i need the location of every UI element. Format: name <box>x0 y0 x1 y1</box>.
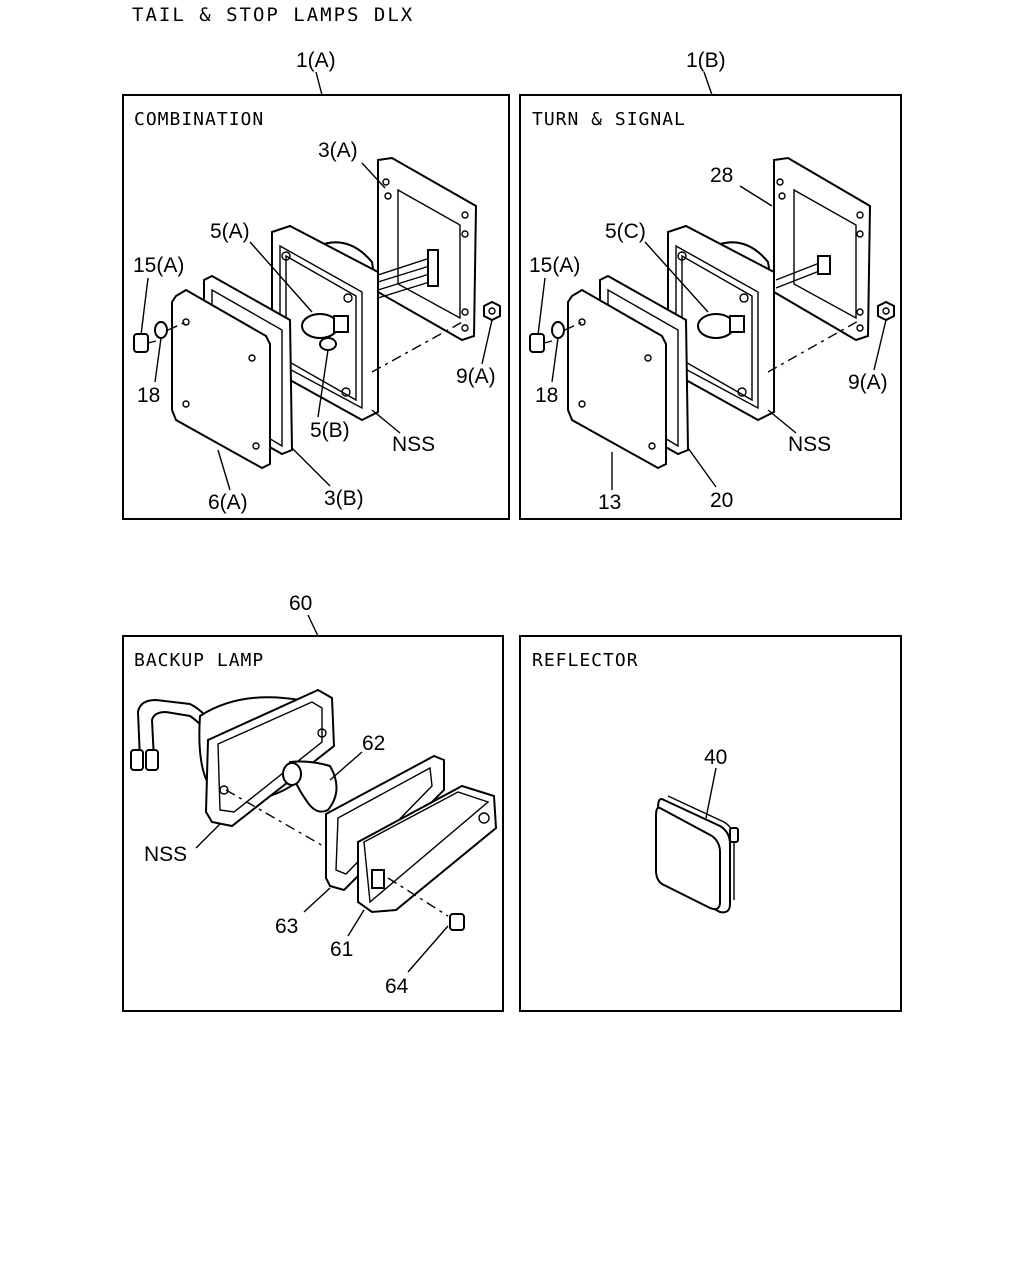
callout-13: 13 <box>598 491 621 514</box>
callout-60: 60 <box>289 592 312 615</box>
callout-18-b: 18 <box>535 384 558 407</box>
panel-backup-lamp-frame <box>122 635 504 1012</box>
callout-20: 20 <box>710 489 733 512</box>
panel-backup-lamp-title: BACKUP LAMP <box>134 650 264 671</box>
panel-combination-title: COMBINATION <box>134 109 264 130</box>
backup-lamp-drawing <box>130 688 498 931</box>
callout-62: 62 <box>362 732 385 755</box>
panel-reflector-title: REFLECTOR <box>532 650 639 671</box>
turn-signal-lamp-drawing <box>529 156 895 470</box>
callout-28: 28 <box>710 164 733 187</box>
callout-15a-b: 15(A) <box>529 254 580 277</box>
panel-backup-lamp: BACKUP LAMP 60 <box>122 592 504 1012</box>
panel-reflector-frame <box>519 635 902 1012</box>
callout-9a-b: 9(A) <box>848 371 888 394</box>
panel-combination: COMBINATION 1(A) <box>122 49 510 520</box>
callout-63: 63 <box>275 915 298 938</box>
callout-5a: 5(A) <box>210 220 250 243</box>
callout-40: 40 <box>704 746 727 769</box>
callout-18: 18 <box>137 384 160 407</box>
callout-15a: 15(A) <box>133 254 184 277</box>
callout-nss-b: NSS <box>788 433 831 456</box>
callout-1a: 1(A) <box>296 49 336 72</box>
panel-turn-signal-frame <box>519 94 902 520</box>
callout-nss: NSS <box>392 433 435 456</box>
panel-reflector: REFLECTOR 40 <box>519 635 902 1012</box>
callout-6a: 6(A) <box>208 491 248 514</box>
callout-3b: 3(B) <box>324 487 364 510</box>
callout-9a: 9(A) <box>456 365 496 388</box>
callout-61: 61 <box>330 938 353 961</box>
combination-lamp-drawing <box>133 156 501 470</box>
callout-nss-c: NSS <box>144 843 187 866</box>
callout-3a: 3(A) <box>318 139 358 162</box>
callout-1b: 1(B) <box>686 49 726 72</box>
panel-turn-signal: TURN & SIGNAL 1(B) <box>519 49 902 520</box>
reflector-drawing <box>655 795 739 914</box>
panel-turn-signal-title: TURN & SIGNAL <box>532 109 686 130</box>
callout-5c: 5(C) <box>605 220 646 243</box>
panel-combination-frame <box>122 94 510 520</box>
callout-5b: 5(B) <box>310 419 350 442</box>
page-title: TAIL & STOP LAMPS DLX <box>132 4 415 26</box>
callout-64: 64 <box>385 975 409 998</box>
